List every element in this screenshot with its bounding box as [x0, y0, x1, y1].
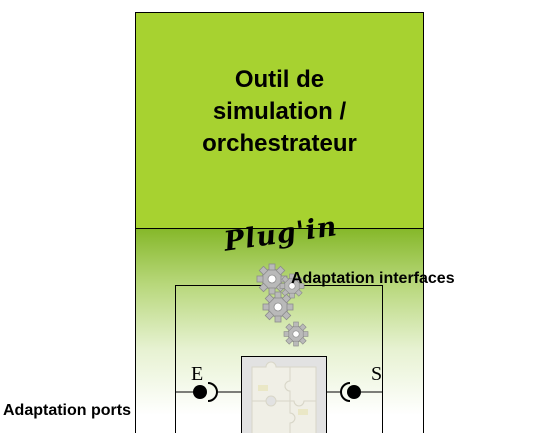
adaptation-ports-label: Adaptation ports: [3, 402, 131, 419]
adaptation-interfaces-label: Adaptation interfaces: [291, 270, 455, 287]
component-box: [241, 356, 327, 433]
puzzle-icon: [251, 361, 317, 433]
input-port-label: E: [191, 363, 204, 385]
simulation-tool-box: Outil de simulation / orchestrateur: [135, 12, 424, 229]
tool-title-line: Outil de: [234, 65, 325, 93]
gear-icon: [262, 291, 294, 323]
gear-icon: [283, 321, 309, 347]
tool-title-line: simulation /: [212, 97, 347, 125]
tool-title-line: orchestrateur: [202, 129, 357, 157]
input-port: [176, 382, 241, 402]
output-port: [327, 382, 383, 402]
output-port-label: S: [371, 363, 383, 385]
simulation-tool-title: Outil de simulation / orchestrateur: [202, 64, 357, 160]
